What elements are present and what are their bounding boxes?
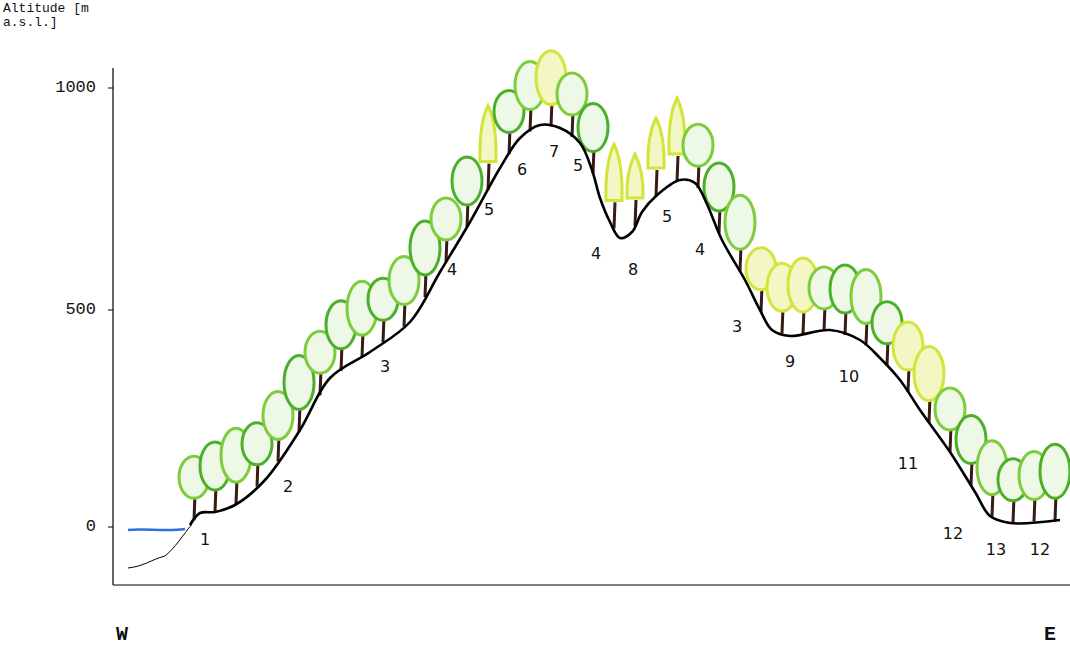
- callout-number: 13: [986, 541, 1006, 559]
- trees: [179, 51, 1070, 523]
- tree: [1040, 444, 1070, 520]
- axis-tick-label: 0: [86, 518, 96, 537]
- callout-number: 3: [732, 318, 742, 336]
- callout-number: 5: [484, 201, 494, 219]
- terrain-profile: [190, 125, 1060, 525]
- callout-number: 4: [447, 261, 457, 279]
- callout-number: 5: [662, 208, 672, 226]
- callout-number: 1: [200, 531, 210, 549]
- axis-tick: [108, 310, 113, 311]
- tree-crown: [627, 154, 643, 198]
- x-axis: [113, 584, 1070, 585]
- tree: [452, 157, 482, 227]
- tree: [648, 118, 664, 196]
- callout-number: 3: [380, 358, 390, 376]
- y-axis: [112, 68, 113, 585]
- tree-crown: [683, 124, 713, 166]
- callout-number: 5: [573, 157, 583, 175]
- callout-number: 10: [839, 368, 859, 386]
- callout-number: 7: [549, 143, 559, 161]
- tree-crown: [1040, 444, 1070, 498]
- direction-label: W: [116, 624, 128, 646]
- tree-crown: [725, 195, 755, 249]
- callout-number: 9: [785, 353, 795, 371]
- axis-tick-label: 1000: [55, 79, 96, 98]
- tree-crown: [431, 198, 461, 240]
- axis-title: Altitude [m a.s.l.]: [3, 2, 93, 31]
- callout-number: 12: [1030, 541, 1050, 559]
- callout-number: 12: [943, 525, 963, 543]
- tree-trunk: [677, 156, 678, 182]
- callout-number: 6: [517, 161, 527, 179]
- tree-trunk: [656, 170, 657, 196]
- tree-trunk: [635, 200, 636, 226]
- tree-crown: [452, 157, 482, 205]
- sea-surface: [128, 529, 185, 530]
- callout-number: 11: [898, 455, 918, 473]
- direction-label: E: [1044, 624, 1056, 646]
- axis-tick: [108, 88, 113, 89]
- tree-crown: [648, 118, 664, 168]
- callout-number: 8: [628, 261, 638, 279]
- callout-number: 4: [591, 245, 601, 263]
- callout-number: 4: [695, 241, 705, 259]
- axis-tick: [108, 527, 113, 528]
- tree-trunk: [614, 202, 615, 228]
- axis-tick-label: 500: [65, 301, 96, 320]
- callout-number: 2: [283, 478, 293, 496]
- seabed: [128, 524, 192, 568]
- axes: [108, 68, 1070, 585]
- tree-crown: [606, 144, 622, 200]
- tree: [431, 198, 461, 262]
